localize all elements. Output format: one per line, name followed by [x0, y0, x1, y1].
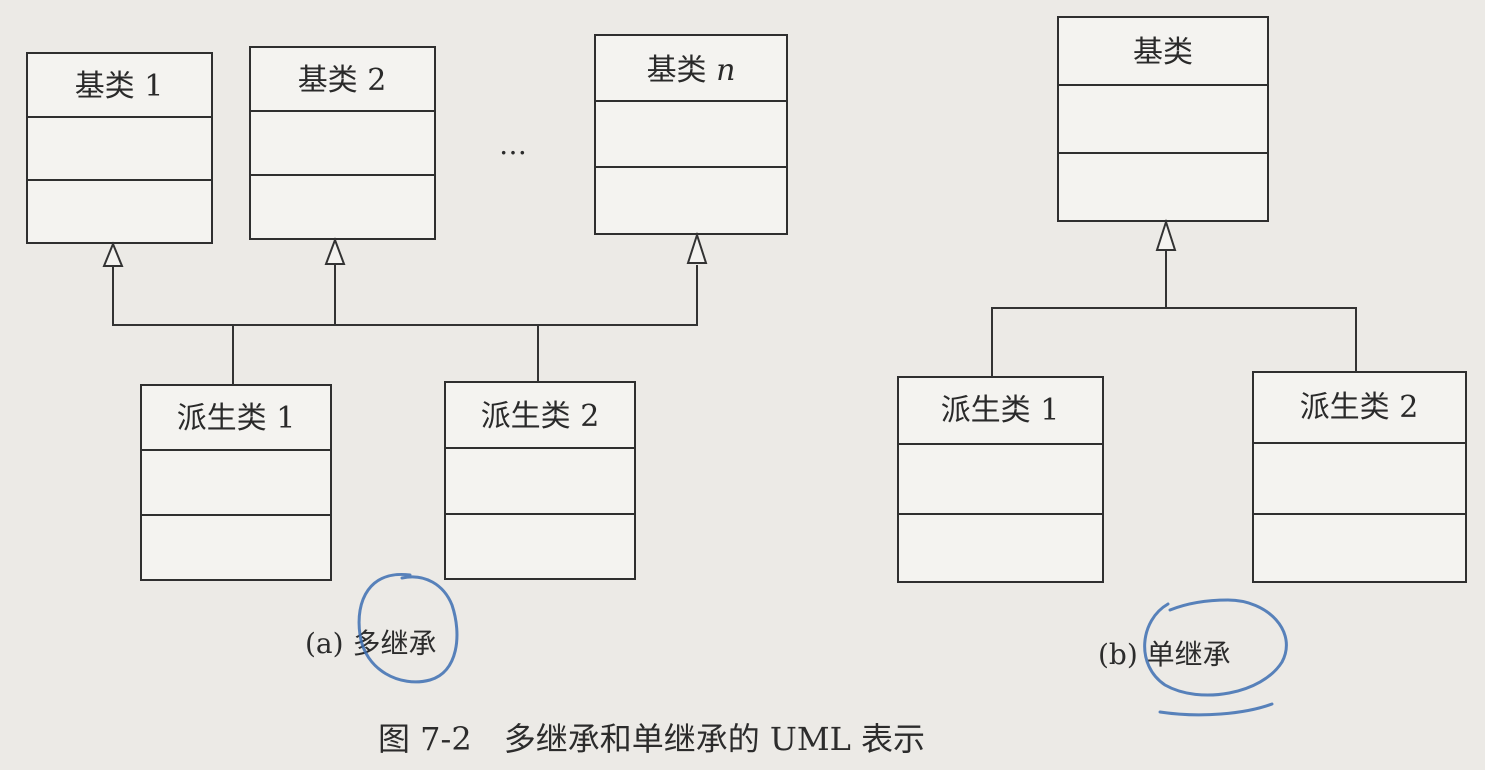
class-box-derived-2-multiple: 派生类 2 [444, 381, 636, 580]
single-inheritance-diagram: 基类 派生类 1 派生类 2 (b) 单继承 [897, 16, 1467, 717]
base-classes-ellipsis: … [499, 128, 527, 161]
class-box-base-1: 基类 1 [26, 52, 213, 244]
class-box-base-n: 基类 n [594, 34, 788, 235]
class-box-derived-1-multiple-frame [140, 384, 332, 581]
class-name-base-single: 基类 [1133, 35, 1193, 70]
handwritten-circle-multiple [357, 572, 459, 684]
class-box-derived-1-single-frame [897, 376, 1104, 583]
class-box-derived-1-single: 派生类 1 [897, 376, 1104, 583]
class-name-base-1: 基类 1 [75, 69, 164, 104]
class-box-base-2: 基类 2 [249, 46, 436, 240]
generalization-arrowhead-base-n [686, 231, 708, 264]
generalization-arrowhead-base-2 [324, 237, 346, 265]
generalization-bus-single [991, 307, 1357, 377]
caption-multiple-inheritance: (a) 多继承 [305, 627, 436, 660]
figure-caption: 图 7-2 多继承和单继承的 UML 表示 [378, 720, 925, 758]
class-box-base-1-frame [26, 52, 213, 244]
generalization-arrowhead-base-1 [102, 241, 124, 267]
class-name-derived-2-multiple: 派生类 2 [481, 399, 600, 434]
generalization-arrowhead-base-single [1155, 218, 1177, 251]
class-box-base-single-frame [1057, 16, 1269, 222]
class-name-derived-1-multiple: 派生类 1 [177, 401, 296, 436]
class-box-derived-1-multiple: 派生类 1 [140, 384, 332, 581]
generalization-bus-multiple [112, 265, 698, 326]
class-box-base-2-frame [249, 46, 436, 240]
handwritten-circle-single [1143, 598, 1288, 697]
class-name-base-2: 基类 2 [298, 63, 387, 98]
class-box-derived-2-multiple-frame [444, 381, 636, 580]
class-box-derived-2-single-frame [1252, 371, 1467, 583]
class-name-derived-1-single: 派生类 1 [941, 393, 1060, 428]
class-box-base-n-frame [594, 34, 788, 235]
multiple-inheritance-diagram: 基类 1 基类 2 … 基类 n 派生类 1 [26, 34, 788, 684]
class-box-base-single: 基类 [1057, 16, 1269, 222]
class-name-base-n: 基类 n [647, 53, 736, 88]
class-name-derived-2-single: 派生类 2 [1300, 390, 1419, 425]
handwritten-underline-single [1158, 702, 1274, 717]
single-inheritance-connectors [991, 218, 1357, 377]
class-box-derived-2-single: 派生类 2 [1252, 371, 1467, 583]
multiple-inheritance-connectors [102, 231, 708, 385]
caption-single-inheritance: (b) 单继承 [1098, 638, 1231, 671]
